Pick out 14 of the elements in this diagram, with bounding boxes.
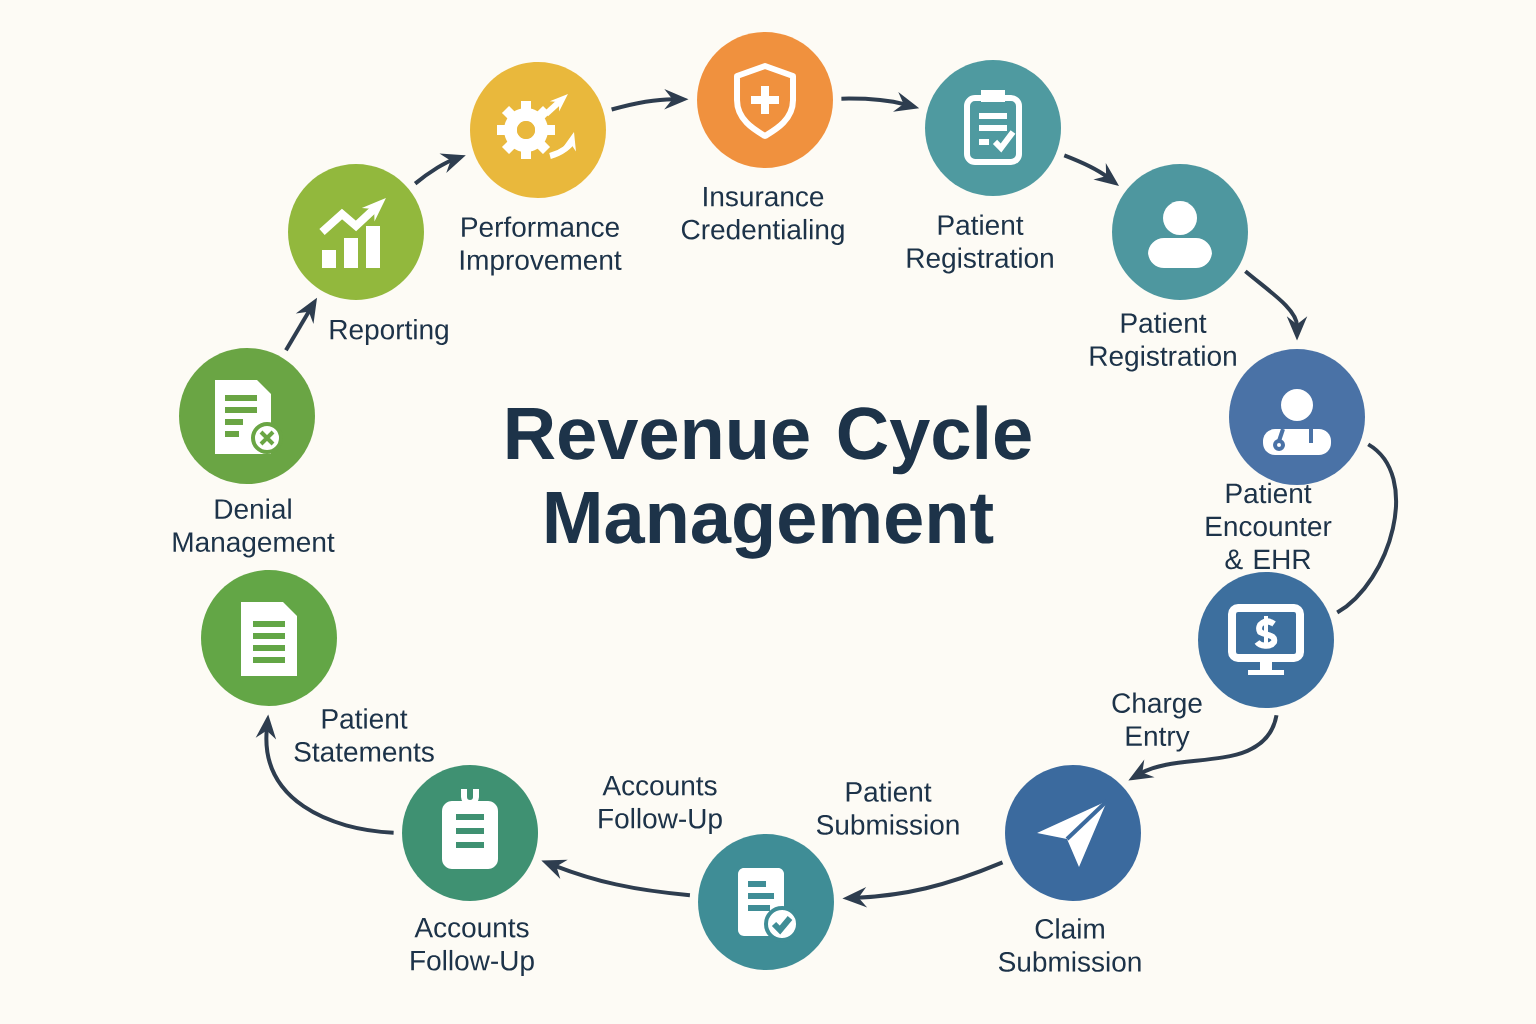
step-label: Accounts Follow-Up	[411, 917, 534, 977]
step-label: Performance Improvement	[460, 216, 622, 276]
step-label: Denial Management	[173, 498, 335, 558]
step-label: Patient Registration	[1090, 312, 1236, 372]
step-label: Patient Registration	[907, 214, 1053, 274]
step-label: Accounts Follow-Up	[599, 775, 722, 835]
step-label: Reporting	[330, 318, 448, 346]
step-label: Patient Statements	[294, 708, 434, 762]
step-label: Patient Submission	[816, 781, 959, 835]
step-label: Charge Entry	[1112, 692, 1202, 752]
step-label: Patient Encounter & EHR	[1206, 482, 1332, 570]
title: Revenue Cycle Management	[507, 405, 1031, 559]
step-label: Insurance Credentialing	[681, 186, 844, 246]
step-label: Claim Submission	[998, 918, 1141, 972]
